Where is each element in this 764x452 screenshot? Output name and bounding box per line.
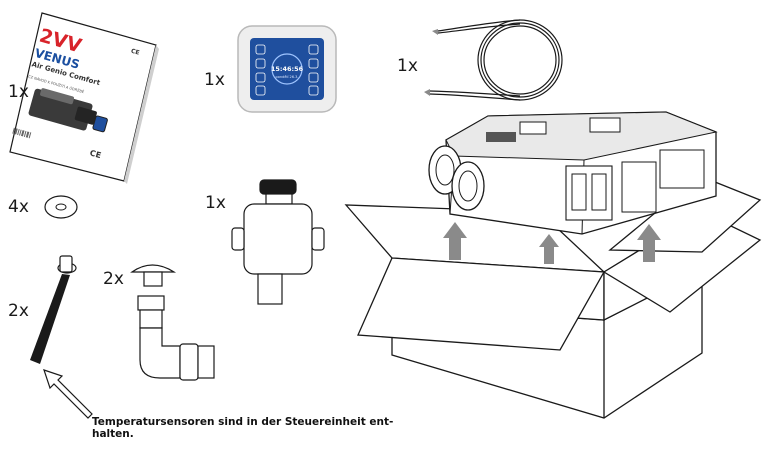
up-arrow-left — [443, 222, 467, 260]
controller-time: 15:46:56 — [271, 65, 304, 73]
elbow-connector — [137, 295, 215, 381]
sensor-note-text: Temperatursensoren sind in der Steuerein… — [92, 416, 394, 440]
up-arrow-middle — [539, 234, 559, 264]
cable-coil — [429, 19, 563, 101]
manual-ce-bottom: CE — [89, 148, 102, 160]
manual-barcode — [12, 127, 32, 139]
ventilation-unit — [428, 111, 718, 235]
siphon-trap: 1x — [205, 179, 325, 305]
controller-date: pondělí 26.3. — [276, 75, 299, 79]
controller-unit: 15:46:56 pondělí 26.3. 1x — [204, 25, 337, 113]
plug-quantity: 2x — [103, 269, 124, 289]
plug-cap — [130, 264, 177, 287]
temperature-sensor: 2x — [8, 255, 77, 364]
insert-arrows — [443, 222, 661, 264]
sensor-quantity: 2x — [8, 301, 29, 321]
manual-quantity: 1x — [8, 82, 29, 102]
controller-quantity: 1x — [204, 70, 225, 90]
washer: 4x — [8, 195, 78, 219]
washer-quantity: 4x — [8, 197, 29, 217]
manual-booklet: 2VV CE VENUS Air Genio Comfort CZ NÁVOD … — [8, 12, 159, 184]
cable-ends — [424, 29, 438, 96]
up-arrow-right — [637, 224, 661, 262]
manual-ce-top: CE — [130, 48, 140, 57]
sensor-pointer-arrow — [43, 369, 93, 419]
manual-unit-picture — [28, 88, 108, 133]
cable-quantity: 1x — [397, 56, 418, 76]
sensor-note: Temperatursensoren sind in der Steuerein… — [92, 416, 452, 440]
siphon-quantity: 1x — [205, 193, 226, 213]
